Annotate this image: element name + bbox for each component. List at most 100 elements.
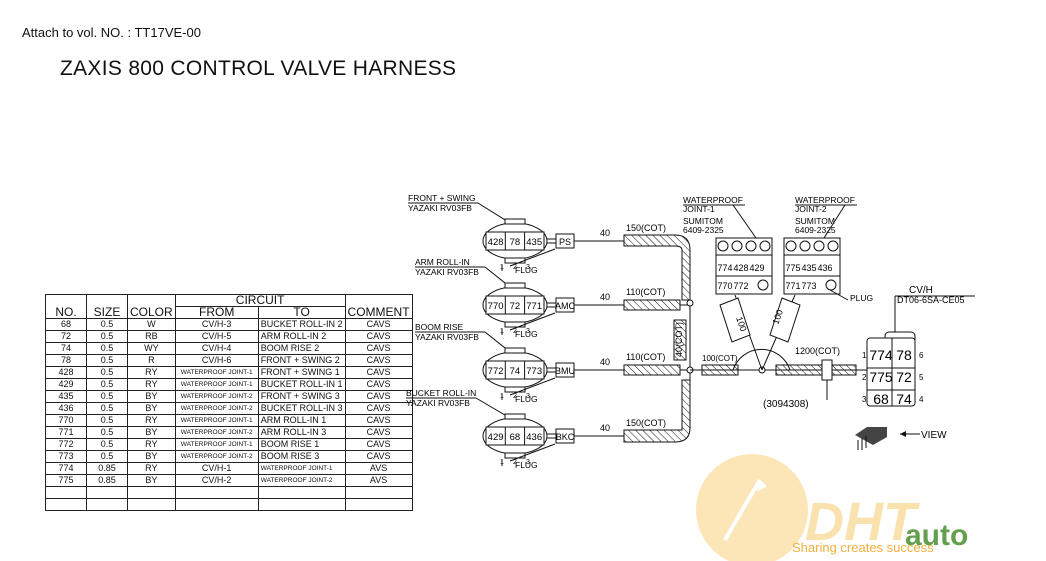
pin-number: 3 xyxy=(526,264,530,271)
joint-name: WATERPROOF xyxy=(795,195,855,205)
table-cell-size: 0.5 xyxy=(86,378,128,391)
circuit-table: NO. SIZE COLOR CIRCUIT COMMENT FROM TO 6… xyxy=(45,294,413,511)
cvh-name: CV/H xyxy=(909,285,933,296)
pin-number: 3 xyxy=(526,393,530,400)
branch-tube-a xyxy=(701,364,739,376)
attach-note: Attach to vol. NO. : TT17VE-00 xyxy=(22,25,201,40)
connector-pin: 74 xyxy=(510,366,521,377)
joint-name-2: JOINT-2 xyxy=(795,204,827,214)
cvh-left-num: 1 xyxy=(862,351,867,360)
table-row xyxy=(45,498,413,511)
joint-pin: 771 xyxy=(785,281,800,291)
connector-pin: 773 xyxy=(526,366,542,377)
part-number: (3094308) xyxy=(763,399,809,410)
connector-tag: PS xyxy=(559,237,571,247)
branch-tube-c-label: 100 xyxy=(770,308,785,326)
connector-view-icon: VIEW xyxy=(855,427,947,450)
joint-maker: SUMITOM xyxy=(795,216,835,226)
cvh-pin: 78 xyxy=(896,347,912,363)
connector-part: YAZAKI RV03FB xyxy=(415,332,479,342)
connector-pin: 436 xyxy=(526,432,542,443)
col-comment: COMMENT xyxy=(344,294,413,319)
watermark-logo: DHT auto Sharing creates success xyxy=(696,454,968,561)
wire-length: 40 xyxy=(600,423,610,433)
connector-pin: 435 xyxy=(526,237,542,248)
vertical-tube-label: 40(COT) xyxy=(674,322,684,357)
cvh-part: DT06-6SA-CE05 xyxy=(897,295,965,305)
table-cell-size: 0.5 xyxy=(86,450,128,463)
connector-pin: 68 xyxy=(510,432,521,443)
joint-name-2: JOINT-1 xyxy=(683,204,715,214)
plug-label: FLUG xyxy=(515,460,538,470)
cvh-right-num: 6 xyxy=(919,351,924,360)
col-color: COLOR xyxy=(127,294,176,319)
branch-tube-b-label: 100 xyxy=(734,315,749,333)
joint-pin: 435 xyxy=(801,263,816,273)
joint-pin: 770 xyxy=(717,281,732,291)
joint-pin: 436 xyxy=(817,263,832,273)
connector-part: YAZAKI RV03FB xyxy=(415,267,479,277)
cvh-pin: 774 xyxy=(869,347,893,363)
tube-label: 110(COT) xyxy=(626,352,665,362)
vertical-tube xyxy=(673,319,687,361)
joint-maker: SUMITOM xyxy=(683,216,723,226)
plug-label: FLUG xyxy=(515,329,538,339)
cvh-pin: 775 xyxy=(869,369,893,385)
joint2-plug-label: PLUG xyxy=(850,293,873,303)
page-title: ZAXIS 800 CONTROL VALVE HARNESS xyxy=(60,57,457,80)
connector-tag: BMU xyxy=(555,366,575,376)
table-cell-comment xyxy=(344,498,413,511)
joint-pin: 772 xyxy=(733,281,748,291)
watermark-brand: DHT xyxy=(805,492,920,552)
plug-label: FLUG xyxy=(515,394,538,404)
connector-pin: 428 xyxy=(488,237,504,248)
connector-name: FRONT + SWING xyxy=(408,193,476,203)
connector-pin: 770 xyxy=(488,301,504,312)
branch-tube-a-label: 100(COT) xyxy=(702,354,738,363)
cvh-left-num: 3 xyxy=(862,395,867,404)
joint-pin: 773 xyxy=(801,281,816,291)
joint-part: 6409-2325 xyxy=(683,225,724,235)
table-cell-size xyxy=(86,498,128,511)
connector-pin: 771 xyxy=(526,301,542,312)
joint-pin: 775 xyxy=(785,263,800,273)
main-tube xyxy=(775,364,857,376)
pin-number: 2 xyxy=(513,264,517,271)
cvh-left-num: 2 xyxy=(862,373,867,382)
connector-pin: 78 xyxy=(510,237,521,248)
cvh-pin: 72 xyxy=(896,369,912,385)
connector-name: BUCKET ROLL-IN xyxy=(406,388,476,398)
tube-label: 150(COT) xyxy=(626,223,666,233)
joint-pin: 428 xyxy=(733,263,748,273)
pin-number: 2 xyxy=(513,459,517,466)
view-label: VIEW xyxy=(921,430,947,441)
tube-label: 110(COT) xyxy=(626,287,665,297)
plug-label: FLUG xyxy=(515,265,538,275)
connector-pin: 72 xyxy=(510,301,521,312)
joint-name: WATERPROOF xyxy=(683,195,743,205)
connector-pin: 772 xyxy=(488,366,504,377)
connector-tag: AMC xyxy=(555,301,576,311)
cvh-pin: 74 xyxy=(896,391,912,407)
pin-number: 3 xyxy=(526,328,530,335)
connector-name: BOOM RISE xyxy=(415,322,464,332)
connector-part: YAZAKI RV03FB xyxy=(408,203,472,213)
wire-length: 40 xyxy=(600,357,610,367)
connector-pin: 429 xyxy=(488,432,504,443)
col-no: NO. xyxy=(45,294,87,319)
connector-part: YAZAKI RV03FB xyxy=(406,398,470,408)
cvh-right-num: 4 xyxy=(919,395,924,404)
